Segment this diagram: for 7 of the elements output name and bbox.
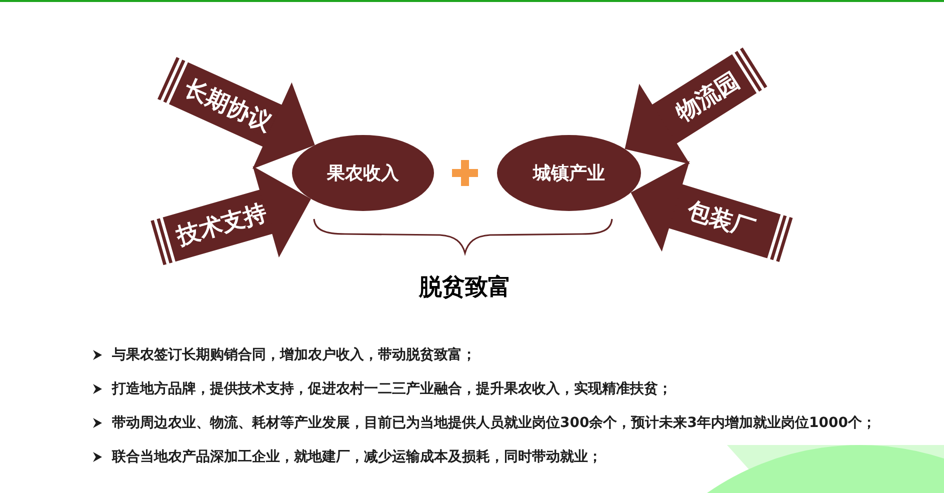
bullet-text: 与果农签订长期购销合同，增加农户收入，带动脱贫致富； — [112, 346, 476, 364]
ellipse-node: 城镇产业 — [497, 135, 641, 211]
bullet-text: 联合当地农产品深加工企业，就地建厂，减少运输成本及损耗，同时带动就业； — [112, 448, 602, 466]
bullet-text: 打造地方品牌，提供技术支持，促进农村一二三产业融合，提升果农收入，实现精准扶贫； — [112, 380, 672, 398]
bullet-text: 带动周边农业、物流、耗材等产业发展，目前已为当地提供人员就业岗位300余个，预计未来3年内增加就业岗位1000个； — [112, 414, 876, 432]
ellipse-node: 果农收入 — [292, 135, 434, 211]
summary-text: 脱贫致富 — [419, 274, 511, 302]
